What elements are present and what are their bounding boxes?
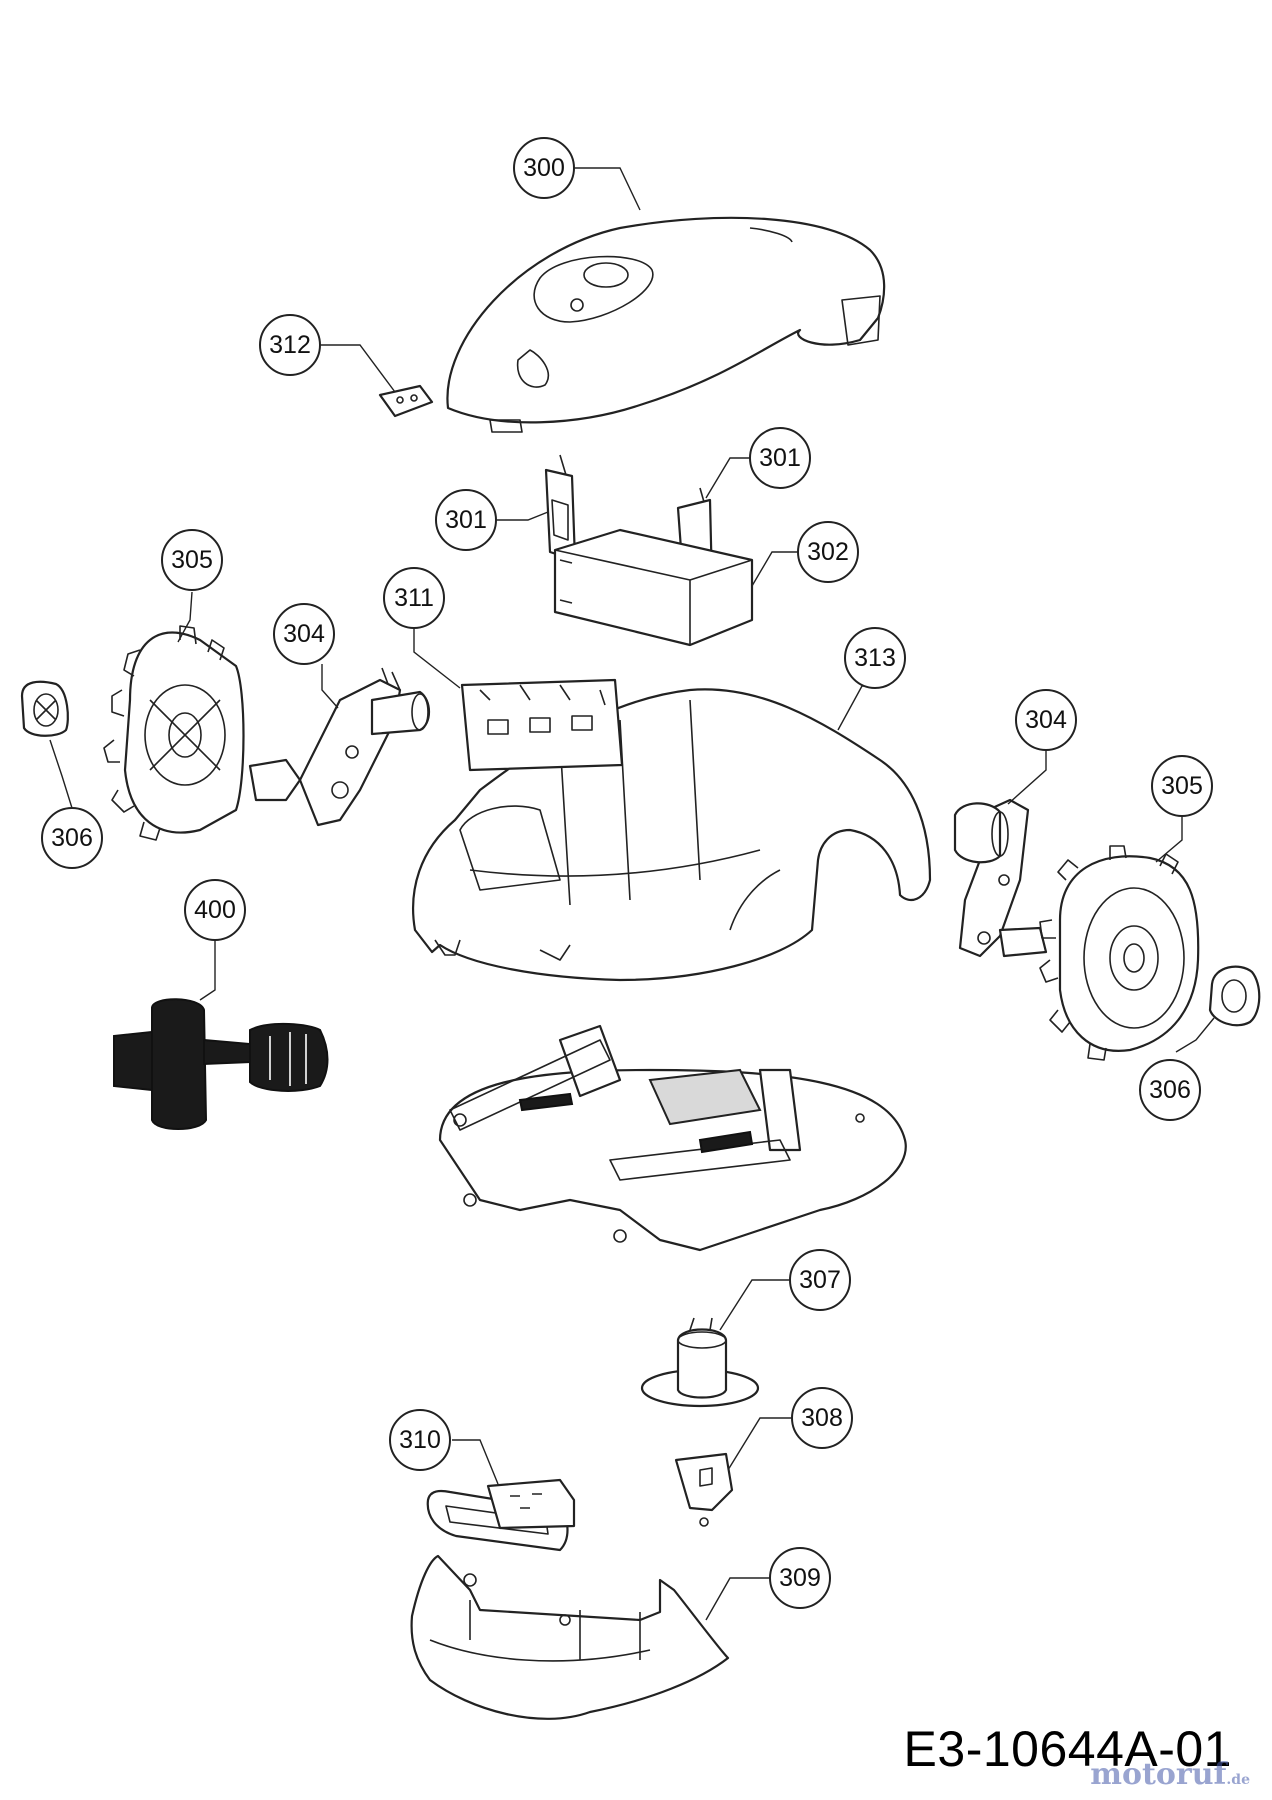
part-bottom-shell: [410, 1554, 730, 1720]
callout-304-right: 304: [1015, 689, 1077, 751]
callout-label: 313: [854, 644, 896, 672]
part-motor: [640, 1317, 760, 1408]
part-blade-motor: [113, 998, 329, 1130]
callout-313: 313: [844, 627, 906, 689]
callout-label: 311: [394, 584, 434, 612]
part-control-board: [460, 678, 624, 772]
callout-400: 400: [184, 879, 246, 941]
part-gearbox-left: [248, 667, 431, 827]
callout-301-right: 301: [749, 427, 811, 489]
callout-label: 304: [1025, 706, 1067, 734]
callout-305-right: 305: [1151, 755, 1213, 817]
part-wheel-right: [1039, 845, 1200, 1061]
callout-label: 301: [759, 444, 801, 472]
callout-307: 307: [789, 1249, 851, 1311]
callout-310: 310: [389, 1409, 451, 1471]
callout-301-left: 301: [435, 489, 497, 551]
part-top-cover: [446, 216, 886, 433]
part-hub-left: [20, 680, 69, 737]
callout-label: 306: [1149, 1076, 1191, 1104]
callout-label: 301: [445, 506, 487, 534]
callout-label: 300: [523, 154, 565, 182]
part-deck-frame: [438, 1024, 907, 1252]
callout-308: 308: [791, 1387, 853, 1449]
callout-label: 308: [801, 1404, 843, 1432]
watermark-main: motoruf: [1090, 1757, 1227, 1792]
part-wheel-left: [103, 625, 245, 841]
part-clip: [378, 384, 434, 418]
callout-label: 307: [799, 1266, 841, 1294]
callout-304-left: 304: [273, 603, 335, 665]
callout-312: 312: [259, 314, 321, 376]
callout-309: 309: [769, 1547, 831, 1609]
callout-label: 305: [171, 546, 213, 574]
callout-label: 305: [1161, 772, 1203, 800]
diagram-code: E3-10644A-01: [903, 1721, 1232, 1777]
watermark-suffix: .de: [1226, 1772, 1250, 1788]
callout-306-left: 306: [41, 807, 103, 869]
callout-label: 302: [807, 538, 849, 566]
leader-lines: [49, 167, 1215, 1621]
part-hub-right: [1208, 965, 1261, 1027]
part-handle: [426, 1478, 576, 1552]
part-sensor-bracket: [674, 1452, 734, 1527]
callout-label: 312: [269, 331, 311, 359]
callout-300: 300: [513, 137, 575, 199]
callout-302: 302: [797, 521, 859, 583]
callout-label: 304: [283, 620, 325, 648]
part-battery: [553, 528, 754, 647]
callout-305-left: 305: [161, 529, 223, 591]
callout-label: 400: [194, 896, 236, 924]
callout-label: 309: [779, 1564, 821, 1592]
callout-306-right: 306: [1139, 1059, 1201, 1121]
part-gearbox-right: [953, 798, 1048, 958]
callout-label: 306: [51, 824, 93, 852]
callout-label: 310: [399, 1426, 441, 1454]
callout-311: 311: [383, 567, 445, 629]
watermark-logo: motoruf.de: [1090, 1757, 1250, 1792]
